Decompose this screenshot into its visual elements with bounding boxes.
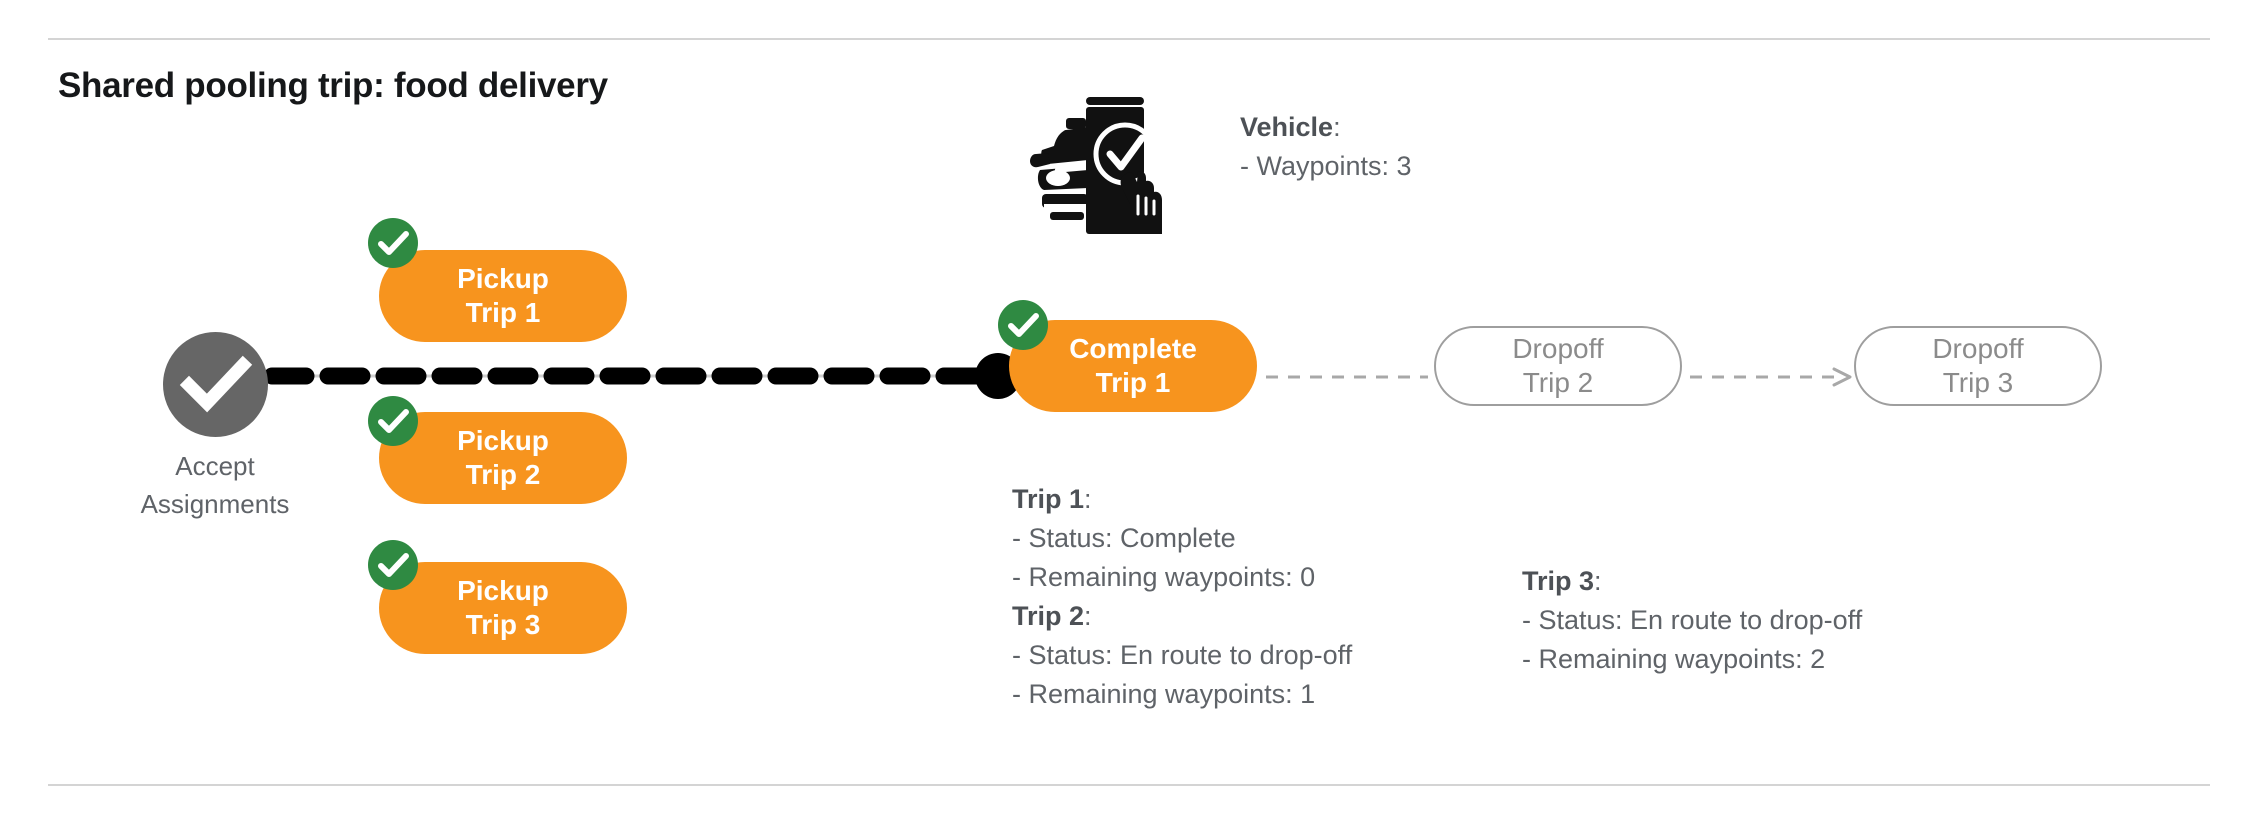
trip-3-status-line: - Status: En route to drop-off <box>1522 605 1863 635</box>
divider-top <box>48 38 2210 40</box>
pickup-trip-1-pill[interactable]: Pickup Trip 1 <box>379 250 627 342</box>
check-badge-icon-pickup-2 <box>368 396 418 446</box>
vehicle-heading-colon: : <box>1333 112 1341 142</box>
trip-2-heading-colon: : <box>1084 601 1092 631</box>
check-badge-icon-pickup-3 <box>368 540 418 590</box>
accept-label-line1: Accept <box>175 451 255 481</box>
trip-2-heading: Trip 2: <box>1012 597 1352 636</box>
pickup-trip-1-line1: Pickup <box>457 262 549 294</box>
trip-3-heading: Trip 3: <box>1522 562 1862 601</box>
page-title: Shared pooling trip: food delivery <box>58 66 608 105</box>
pickup-trip-2-line1: Pickup <box>457 424 549 456</box>
pickup-trip-2-line2: Trip 2 <box>465 459 541 490</box>
complete-trip-1-line1: Complete <box>1069 332 1197 364</box>
vehicle-info-block: Vehicle: - Waypoints: 3 <box>1240 108 1412 186</box>
trip-3-heading-colon: : <box>1594 566 1602 596</box>
complete-trip-1-pill[interactable]: Complete Trip 1 <box>1009 320 1257 412</box>
dropoff-trip-3-line2: Trip 3 <box>1942 367 2014 398</box>
dropoff-trip-2-line1: Dropoff <box>1512 332 1604 364</box>
dropoff-trip-2-pill[interactable]: Dropoff Trip 2 <box>1434 326 1682 406</box>
check-badge-icon-pickup-1 <box>368 218 418 268</box>
trip-details-left-block: Trip 1: - Status: Complete - Remaining w… <box>1012 480 1352 714</box>
trip-2-waypoints-line: - Remaining waypoints: 1 <box>1012 679 1316 709</box>
trip-1-status-line: - Status: Complete <box>1012 523 1236 553</box>
pickup-trip-3-pill[interactable]: Pickup Trip 3 <box>379 562 627 654</box>
trip-1-heading-text: Trip 1 <box>1012 484 1085 514</box>
check-badge-icon-complete-1 <box>998 300 1048 350</box>
dropoff-trip-3-pill[interactable]: Dropoff Trip 3 <box>1854 326 2102 406</box>
pickup-trip-3-line2: Trip 3 <box>465 609 541 640</box>
trip-2-status-line: - Status: En route to drop-off <box>1012 640 1353 670</box>
trip-3-heading-text: Trip 3 <box>1522 566 1595 596</box>
dropoff-trip-3-line1: Dropoff <box>1932 332 2024 364</box>
pickup-trip-2-pill[interactable]: Pickup Trip 2 <box>379 412 627 504</box>
pickup-trip-1-line2: Trip 1 <box>465 297 541 328</box>
trip-3-waypoints-line: - Remaining waypoints: 2 <box>1522 644 1826 674</box>
trip-details-right-block: Trip 3: - Status: En route to drop-off -… <box>1522 562 1862 679</box>
divider-bottom <box>48 784 2210 786</box>
accept-assignments-node[interactable] <box>163 332 268 437</box>
trip-1-heading: Trip 1: <box>1012 480 1352 519</box>
vehicle-waypoints-line: - Waypoints: 3 <box>1240 151 1412 181</box>
vehicle-phone-check-icon <box>1030 82 1162 234</box>
trip-2-heading-text: Trip 2 <box>1012 601 1085 631</box>
vehicle-heading-text: Vehicle <box>1240 112 1334 142</box>
pickup-trip-3-line1: Pickup <box>457 574 549 606</box>
complete-trip-1-line2: Trip 1 <box>1095 367 1171 398</box>
vehicle-info-heading: Vehicle: <box>1240 108 1412 147</box>
trip-1-waypoints-line: - Remaining waypoints: 0 <box>1012 562 1316 592</box>
accept-label-line2: Assignments <box>140 489 290 519</box>
dropoff-trip-2-line2: Trip 2 <box>1522 367 1594 398</box>
check-circle-icon <box>179 355 253 413</box>
accept-assignments-label: Accept Assignments <box>105 447 325 523</box>
trip-1-heading-colon: : <box>1084 484 1092 514</box>
